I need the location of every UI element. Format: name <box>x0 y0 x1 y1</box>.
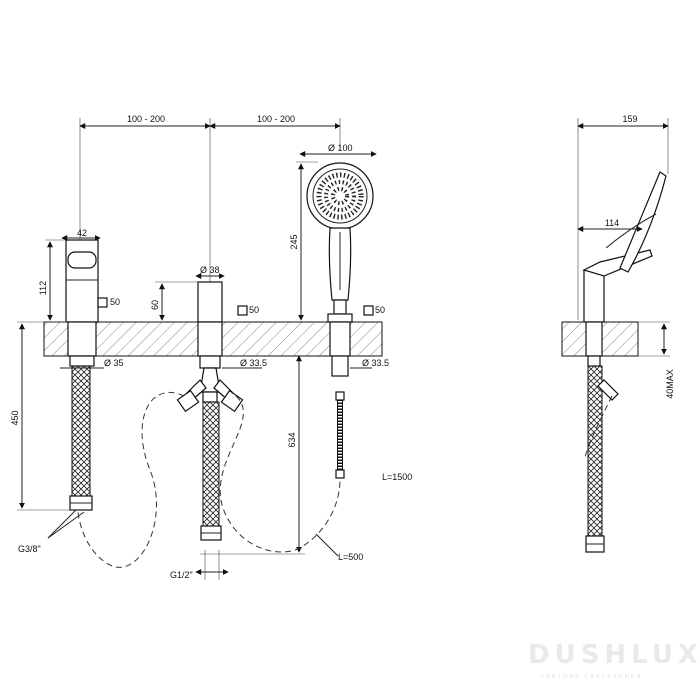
dim-hose-L1500: L=1500 <box>382 472 412 482</box>
dim-spacing-right: 100 - 200 <box>257 114 295 124</box>
dim-left-hole: Ø 35 <box>104 358 124 368</box>
dim-square-right: 50 <box>375 305 385 315</box>
dim-right-hole: Ø 33.5 <box>362 358 389 368</box>
dim-left-hose-length: 450 <box>10 410 20 425</box>
dim-lever-width: 42 <box>77 228 87 238</box>
dim-side-depth: 114 <box>605 218 619 228</box>
dim-lever-height: 112 <box>38 281 48 295</box>
dim-side-width: 159 <box>622 114 637 124</box>
dim-spacing-left: 100 - 200 <box>127 114 165 124</box>
hand-shower-front <box>306 162 374 377</box>
dim-square-mid: 50 <box>249 305 259 315</box>
shower-dimension-lines <box>200 151 377 557</box>
watermark-tagline: элитная сантехника <box>540 672 643 680</box>
watermark-brand: DUSHLUX <box>528 640 700 670</box>
dim-mid-body-diameter: Ø 38 <box>200 265 220 275</box>
dim-shower-diameter: Ø 100 <box>328 143 353 153</box>
dim-mid-body-height: 60 <box>150 300 160 310</box>
lever-dimension-lines <box>17 235 104 539</box>
dim-deck-max: 40MAX <box>665 369 675 399</box>
dim-hose-L500: L=500 <box>338 552 363 562</box>
side-view-mixer <box>582 171 667 553</box>
shower-hose <box>335 391 345 479</box>
dim-thread-left: G3/8" <box>18 544 41 554</box>
dim-mid-hose-length: 634 <box>287 432 297 447</box>
side-view-dashed-hose <box>583 395 613 461</box>
middle-dimension-lines <box>155 273 262 580</box>
dim-square-left: 50 <box>110 297 120 307</box>
left-mixer <box>65 239 108 511</box>
dim-mid-hole: Ø 33.5 <box>240 358 267 368</box>
dim-thread-mid: G1/2" <box>170 570 193 580</box>
dim-shower-height: 245 <box>289 234 299 249</box>
middle-diverter <box>176 281 248 541</box>
dashed-hose-routes <box>77 391 341 568</box>
side-dimension-lines <box>577 118 670 357</box>
